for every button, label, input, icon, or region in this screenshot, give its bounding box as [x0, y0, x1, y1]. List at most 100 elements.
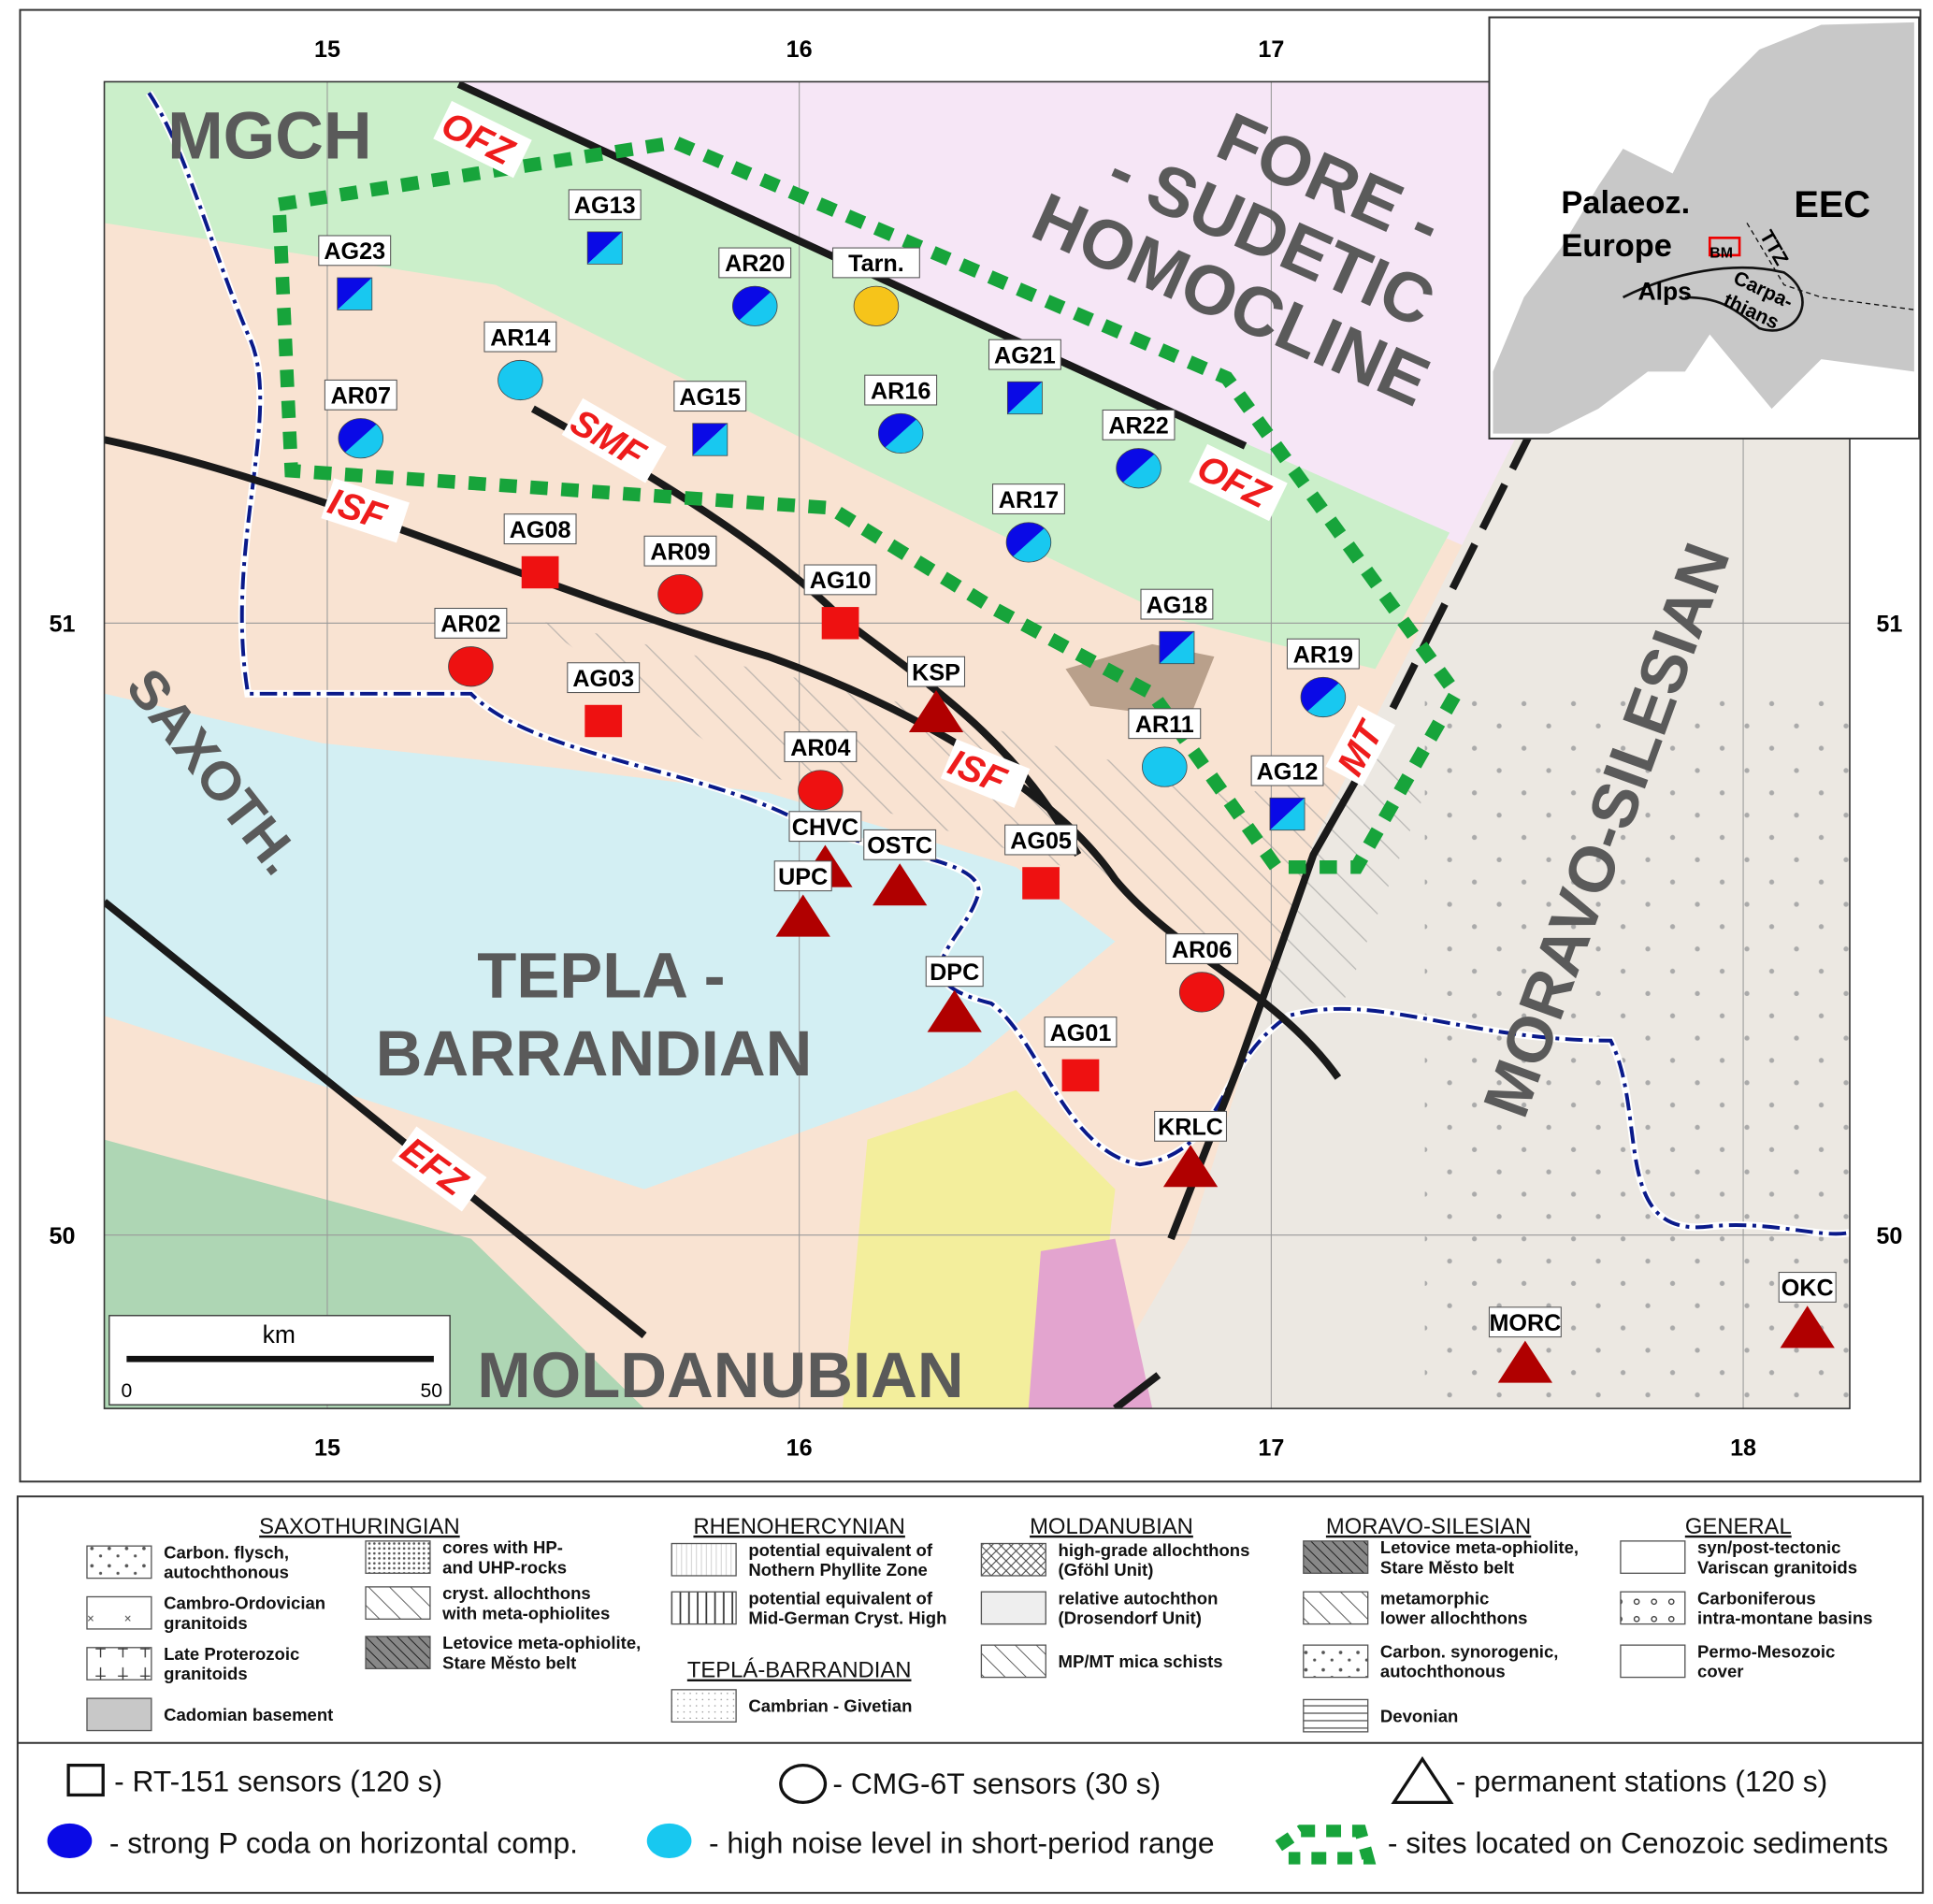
station-ar11[interactable]: AR11: [1128, 708, 1202, 787]
station-dpc[interactable]: DPC: [925, 956, 984, 1032]
station-label: AR20: [725, 251, 785, 277]
station-ag05[interactable]: AG05: [1004, 824, 1078, 900]
legend-high-noise: - high noise level in short-period range: [709, 1826, 1215, 1860]
legend-item-label-line2: granitoids: [164, 1664, 248, 1683]
station-ag08[interactable]: AG08: [503, 513, 577, 589]
legend-swatch: [365, 1636, 431, 1669]
legend-swatch: [671, 1689, 737, 1723]
circle-marker: [1142, 746, 1188, 787]
legend-item-label: Permo-Mesozoic: [1697, 1641, 1835, 1661]
square-marker: [821, 607, 859, 640]
legend-item-label: potential equivalent of: [748, 1540, 932, 1560]
station-ar14[interactable]: AR14: [483, 321, 557, 401]
inset-label-bm: BM: [1709, 246, 1733, 262]
station-ag03[interactable]: AG03: [567, 662, 641, 738]
legend-item: relative autochthon(Drosendorf Unit): [980, 1588, 1218, 1628]
station-ar07[interactable]: AR07: [324, 379, 397, 460]
legend-group-title: MOLDANUBIAN: [1030, 1514, 1193, 1539]
station-ag15[interactable]: AG15: [673, 381, 747, 456]
legend-group-title: GENERAL: [1685, 1514, 1792, 1539]
station-ag10[interactable]: AG10: [803, 564, 877, 640]
station-ar22[interactable]: AR22: [1102, 409, 1176, 490]
station-morc[interactable]: MORC: [1488, 1306, 1562, 1383]
circle-marker-blue-half: [338, 418, 383, 458]
square-marker-cyan-half: [1159, 631, 1194, 664]
legend-item: MP/MT mica schists: [980, 1644, 1223, 1679]
station-label: AG13: [574, 193, 636, 219]
ttz-line: [1746, 223, 1914, 310]
station-label: AR06: [1172, 937, 1232, 963]
triangle-marker: [1162, 1145, 1219, 1188]
legend-item-label: Late Proterozoic: [164, 1644, 299, 1664]
legend-item-label: Carboniferous: [1697, 1588, 1816, 1608]
region-mica-schists: [532, 619, 1425, 1017]
state-border-line: [147, 92, 1850, 1236]
station-ar20[interactable]: AR20: [718, 247, 792, 328]
station-ag23[interactable]: AG23: [318, 235, 392, 310]
station-label: CHVC: [792, 815, 858, 841]
station-ar09[interactable]: AR09: [643, 535, 717, 615]
lon-tick-top-15: 15: [314, 36, 340, 63]
station-ar02[interactable]: AR02: [434, 607, 508, 687]
station-label: AG12: [1257, 758, 1319, 785]
legend-item-label-line2: Mid-German Cryst. High: [748, 1608, 946, 1628]
legend-swatch: [86, 1595, 152, 1630]
legend-item-label: high-grade allochthons: [1059, 1540, 1250, 1560]
station-ag13[interactable]: AG13: [568, 189, 642, 265]
legend-item-label: Carbon. synorogenic,: [1380, 1641, 1559, 1661]
legend-item-label: Devonian: [1380, 1706, 1458, 1725]
legend-item-label-line2: Stare Město belt: [442, 1652, 576, 1672]
legend-item-label-line2: Variscan granitoids: [1697, 1557, 1857, 1577]
station-label: AR09: [650, 539, 710, 565]
legend-item: Letovice meta-ophiolite,Stare Město belt: [365, 1633, 641, 1672]
station-ar17[interactable]: AR17: [992, 483, 1065, 565]
station-krlc[interactable]: KRLC: [1154, 1110, 1228, 1188]
legend-group-title: RHENOHERCYNIAN: [693, 1514, 904, 1539]
legend-item-label: Cambrian - Givetian: [748, 1696, 912, 1716]
station-label: AG21: [994, 342, 1056, 368]
scale-bar: km 0 50: [108, 1315, 451, 1406]
station-ag01[interactable]: AG01: [1044, 1017, 1118, 1092]
lat-tick-left-50: 50: [50, 1223, 76, 1249]
symbol-legend: - RT-151 sensors (120 s) - CMG-6T sensor…: [47, 1755, 1888, 1865]
station-label: AG10: [810, 568, 872, 594]
station-label: AR04: [790, 735, 850, 761]
circle-marker: [798, 770, 844, 811]
legend-item: Cambrian - Givetian: [671, 1689, 912, 1723]
legend-permanent: - permanent stations (120 s): [1456, 1764, 1827, 1797]
square-marker: [584, 704, 623, 738]
triangle-marker: [1497, 1340, 1553, 1383]
legend-item-label-line2: autochthonous: [164, 1563, 289, 1582]
station-ag12[interactable]: AG12: [1250, 755, 1324, 831]
station-label: KRLC: [1158, 1115, 1223, 1141]
lon-tick-bottom-15: 15: [314, 1435, 340, 1461]
station-chvc[interactable]: CHVC: [788, 811, 862, 887]
station-ag21[interactable]: AG21: [988, 339, 1061, 415]
station-ar04[interactable]: AR04: [784, 731, 858, 811]
legend-swatch: [1620, 1591, 1686, 1625]
legend-swatch: [1303, 1698, 1369, 1733]
legend-item-label: Letovice meta-ophiolite,: [442, 1633, 641, 1652]
legend-swatch: [365, 1540, 431, 1574]
station-ostc[interactable]: OSTC: [863, 829, 937, 906]
scale-bar-min: 0: [121, 1380, 132, 1402]
station-ar16[interactable]: AR16: [864, 374, 938, 455]
legend-item-label-line2: Stare Město belt: [1380, 1557, 1514, 1577]
triangle-marker: [927, 989, 982, 1032]
inset-label-europe: Europe: [1561, 228, 1672, 264]
legend-item-label: cores with HP-: [442, 1537, 563, 1557]
station-label: AR11: [1135, 712, 1194, 738]
station-tarn[interactable]: Tarn.: [832, 247, 920, 326]
legend-item: Carbon. synorogenic,autochthonous: [1303, 1641, 1559, 1681]
station-ar06[interactable]: AR06: [1165, 933, 1239, 1013]
square-marker-cyan-half: [1269, 798, 1305, 830]
station-ksp[interactable]: KSP: [907, 656, 966, 733]
station-upc[interactable]: UPC: [773, 860, 832, 937]
station-ag18[interactable]: AG18: [1140, 588, 1214, 665]
station-ar19[interactable]: AR19: [1286, 638, 1360, 719]
legend-strong-p-coda: - strong P coda on horizontal comp.: [109, 1826, 578, 1860]
station-okc[interactable]: OKC: [1778, 1272, 1837, 1349]
